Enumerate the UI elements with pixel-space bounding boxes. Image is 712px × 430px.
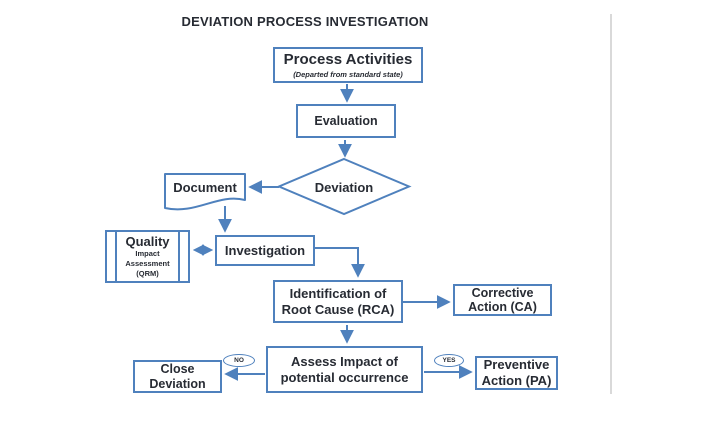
investigation-label: Investigation (224, 242, 306, 258)
node-deviation-label: Deviation (314, 179, 374, 195)
predefined-process-line-right (178, 232, 180, 281)
node-process-activities: Process Activities (Departed from standa… (273, 47, 423, 83)
quality-label-line1: Quality (125, 233, 170, 249)
assess-impact-label-line2: potential occurrence (280, 369, 409, 385)
evaluation-label: Evaluation (314, 113, 378, 128)
node-document-label: Document (173, 179, 237, 195)
corrective-action-label-line2: Action (CA) (468, 300, 537, 314)
quality-label-line2: Impact (135, 249, 160, 259)
assess-impact-label-line1: Assess Impact of (291, 353, 398, 369)
preventive-action-label-line2: Action (PA) (481, 373, 552, 388)
page-title: DEVIATION PROCESS INVESTIGATION (181, 14, 429, 29)
close-deviation-label-line1: Close (160, 362, 195, 377)
document-shape (164, 173, 246, 211)
predefined-process-line-left (115, 232, 117, 281)
arrow-investigation-to-rootcause (315, 247, 365, 278)
root-cause-label-line2: Root Cause (RCA) (281, 301, 395, 317)
root-cause-label-line1: Identification of (289, 285, 387, 301)
preventive-action-label-line1: Preventive (483, 357, 550, 373)
node-root-cause: Identification of Root Cause (RCA) (273, 280, 403, 323)
no-connector-badge: NO (223, 354, 255, 367)
close-deviation-label-line2: Deviation (149, 376, 206, 391)
node-close-deviation: Close Deviation (133, 360, 222, 393)
node-corrective-action: Corrective Action (CA) (453, 284, 552, 316)
quality-label-line4: (QRM) (136, 269, 159, 279)
no-label: NO (234, 357, 244, 364)
corrective-action-label-line1: Corrective (471, 285, 534, 300)
node-evaluation: Evaluation (296, 104, 396, 138)
node-preventive-action: Preventive Action (PA) (475, 356, 558, 390)
process-activities-label: Process Activities (283, 51, 413, 68)
process-activities-sublabel: (Departed from standard state) (293, 70, 403, 79)
yes-connector-badge: YES (434, 354, 464, 367)
node-investigation: Investigation (215, 235, 315, 266)
node-quality-impact-assessment: Quality Impact Assessment (QRM) (105, 230, 190, 283)
node-assess-impact: Assess Impact of potential occurrence (266, 346, 423, 393)
page-edge-divider (610, 14, 612, 394)
deviation-diamond-shape (276, 157, 412, 216)
yes-label: YES (442, 357, 456, 364)
quality-label-line3: Assessment (125, 259, 170, 269)
